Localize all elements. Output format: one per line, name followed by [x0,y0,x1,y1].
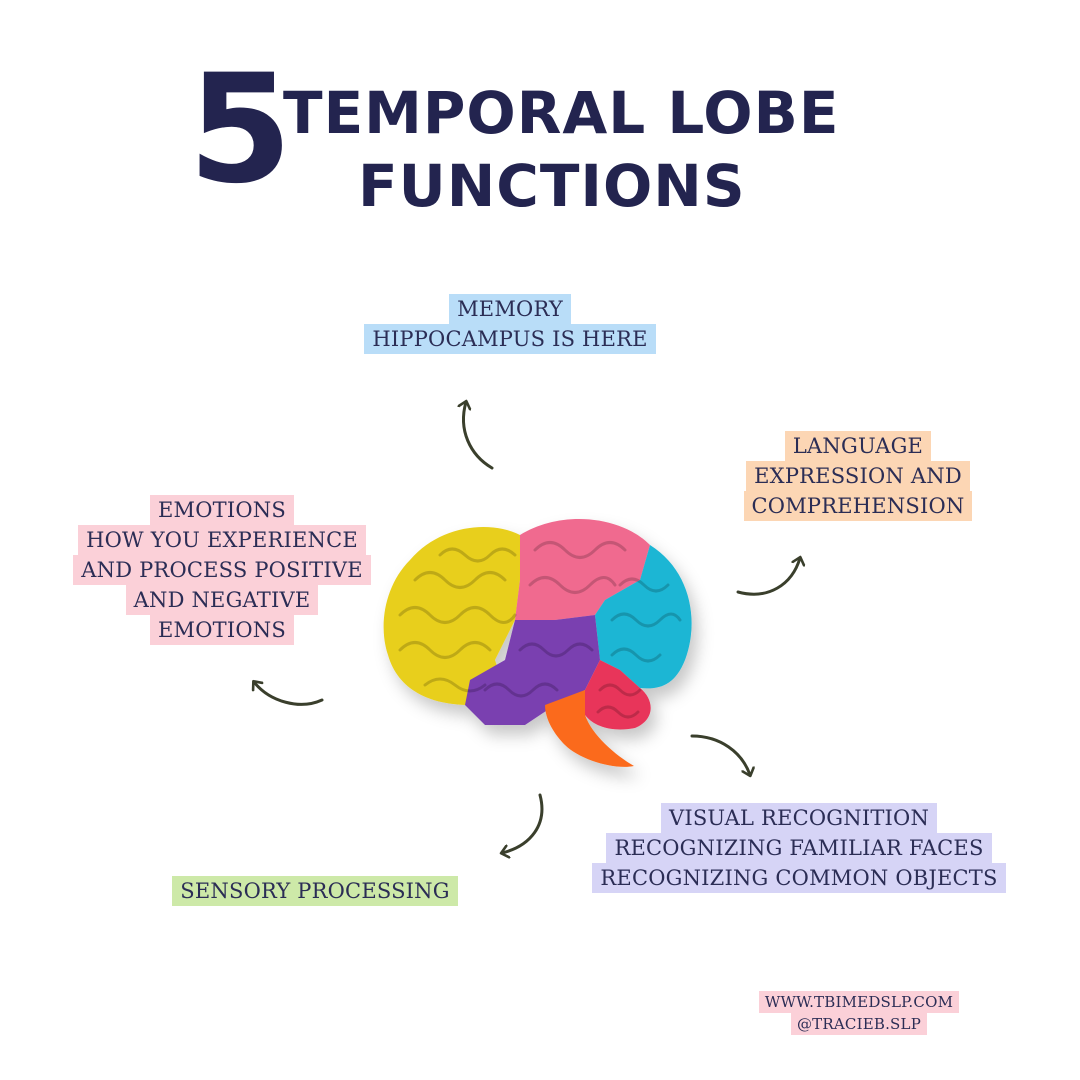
sensory-title: SENSORY PROCESSING [172,876,458,906]
visual-detail-2: RECOGNIZING COMMON OBJECTS [592,863,1006,893]
language-detail-2: COMPREHENSION [743,491,973,521]
visual-label: VISUAL RECOGNITION RECOGNIZING FAMILIAR … [592,803,1006,893]
language-title: LANGUAGE [784,431,932,461]
brain-cerebellum [585,660,651,730]
visual-detail-1: RECOGNIZING FAMILIAR FACES [606,833,992,863]
arrow-to-language [736,558,800,596]
footer-website[interactable]: WWW.TBIMEDSLP.COM [758,991,960,1013]
arrow-to-emotions [254,682,324,706]
brain-stem [545,690,634,767]
emotions-detail-4: EMOTIONS [150,615,294,645]
footer-handle[interactable]: @TRACIEB.SLP [790,1013,927,1035]
title-line-1: TEMPORAL LOBE [283,79,840,147]
title-line-2: FUNCTIONS [358,152,746,220]
arrow-to-memory [464,402,494,470]
memory-detail: HIPPOCAMPUS IS HERE [364,324,656,354]
emotions-detail-2: AND PROCESS POSITIVE [73,555,371,585]
title-number: 5 [188,43,292,217]
footer-credits: WWW.TBIMEDSLP.COM @TRACIEB.SLP [758,991,960,1035]
memory-title: MEMORY [449,294,571,324]
emotions-title: EMOTIONS [150,495,294,525]
language-detail-1: EXPRESSION AND [746,461,970,491]
sensory-label: SENSORY PROCESSING [172,876,458,906]
memory-label: MEMORY HIPPOCAMPUS IS HERE [364,294,656,354]
emotions-detail-1: HOW YOU EXPERIENCE [78,525,366,555]
arrow-to-visual [690,734,750,775]
arrow-to-sensory [502,793,544,853]
emotions-label: EMOTIONS HOW YOU EXPERIENCE AND PROCESS … [73,495,371,645]
visual-title: VISUAL RECOGNITION [660,803,938,833]
language-label: LANGUAGE EXPRESSION AND COMPREHENSION [743,431,973,521]
brain-illustration [383,518,692,767]
brain-occipital-lobe [595,545,692,689]
emotions-detail-3: AND NEGATIVE [125,585,319,615]
